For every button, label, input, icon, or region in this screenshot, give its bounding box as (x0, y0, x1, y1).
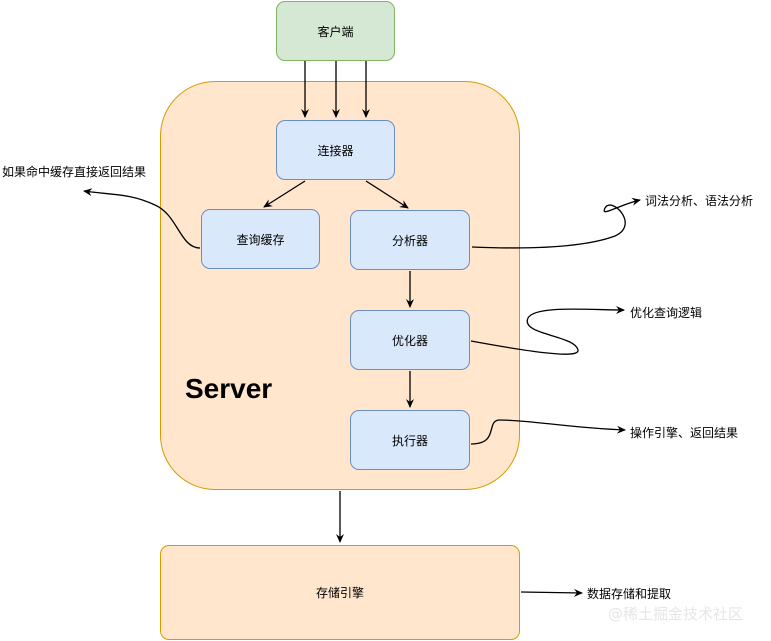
cache-hit-annotation: 如果命中缓存直接返回结果 (2, 165, 147, 179)
optimizer-annotation: 优化查询逻辑 (630, 306, 703, 320)
analyzer-node: 分析器 (350, 210, 470, 270)
server-title: Server (185, 373, 273, 404)
executor-annotation-curve (470, 419, 626, 445)
executor-annotation: 操作引擎、返回结果 (630, 426, 739, 440)
optimizer-node: 优化器 (350, 310, 470, 370)
connector-to-analyzer-arrow (365, 180, 409, 209)
analyzer-annotation-curve (471, 197, 641, 249)
connector-node: 连接器 (276, 120, 395, 180)
storage-engine-node: 存储引擎 (160, 545, 520, 640)
optimizer-annotation-curve (470, 305, 625, 355)
storage-annotation: 数据存储和提取 (587, 587, 672, 601)
watermark: @稀土掘金技术社区 (608, 605, 744, 623)
analyzer-annotation: 词法分析、语法分析 (645, 194, 754, 208)
client-node: 客户端 (276, 1, 395, 61)
connector-to-cache-arrow (263, 180, 306, 208)
query-cache-node: 查询缓存 (201, 209, 320, 269)
executor-node: 执行器 (350, 410, 470, 470)
storage-annotation-arrow (520, 588, 583, 597)
cache-hit-return-curve (83, 188, 201, 249)
